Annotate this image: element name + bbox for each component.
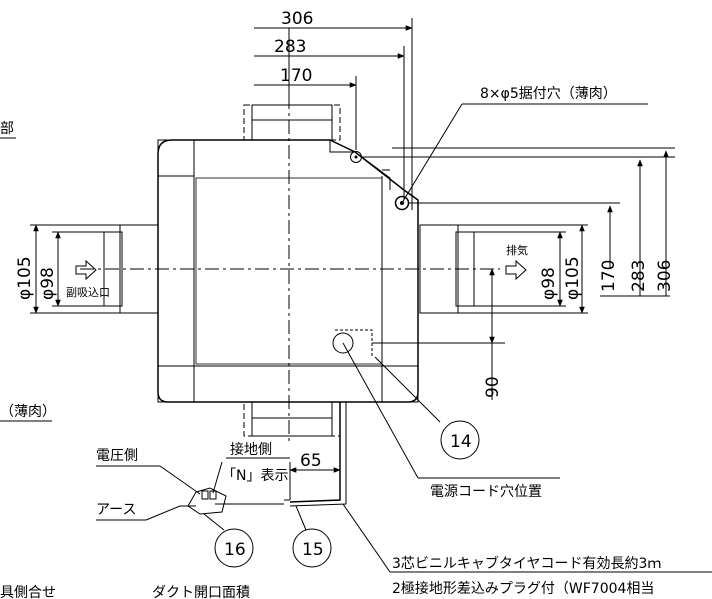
ground-side-label: 接地側 (230, 441, 272, 458)
callout-16-text: 16 (224, 540, 246, 560)
callout-14-leader (374, 356, 441, 423)
edge-label-top: 部 (0, 121, 14, 137)
power-cord (215, 402, 347, 507)
right-phi-dims (458, 224, 588, 314)
dim-306-top: 306 (281, 9, 313, 29)
cord-hole-leader (342, 342, 419, 479)
bottom-duct (243, 401, 341, 437)
callout-15-text: 15 (302, 540, 324, 560)
exhaust-label: 排気 (506, 243, 528, 257)
mounting-hole-top (350, 151, 362, 163)
intake-arrow-icon (75, 259, 97, 281)
bottom-cut-text-1: 具側合せ (0, 585, 56, 599)
callout-14-text: 14 (450, 432, 472, 452)
dim-283-top: 283 (274, 37, 306, 57)
callout-16-leader (203, 513, 225, 531)
dim-90-lines (372, 268, 505, 400)
earth-label: アース (96, 502, 136, 518)
bottom-cut-text-2: ダクト開口面積 (152, 585, 250, 599)
dim-65-lines (289, 462, 341, 500)
mounting-holes-label: 8×φ5据付穴（薄肉） (480, 86, 617, 102)
exhaust-arrow-icon (505, 259, 527, 281)
top-dimensions (254, 18, 413, 210)
top-duct (243, 104, 341, 141)
cord-hole (332, 329, 373, 357)
dim-283-right: 283 (629, 260, 649, 292)
left-phi-dims (30, 224, 120, 314)
dim-phi98-left: φ98 (38, 267, 58, 300)
dim-306-right: 306 (655, 260, 675, 292)
dim-90: 90 (483, 376, 503, 398)
right-dimensions (362, 147, 675, 297)
callout-15 (292, 528, 332, 568)
cord-spec-line1: 3芯ビニルキャブタイヤコード有効長約3ｍ (392, 555, 661, 572)
cord-hole-label: 電源コード穴位置 (430, 484, 542, 500)
dim-170-right: 170 (599, 260, 619, 292)
callout-15-leader (295, 505, 307, 531)
dim-170-top: 170 (280, 66, 312, 86)
edge-label-bottom: （薄肉） (0, 404, 56, 420)
dim-65: 65 (300, 451, 322, 471)
callout-14 (440, 420, 480, 460)
mounting-leader (401, 103, 463, 204)
dim-phi105-left: φ105 (15, 256, 35, 300)
callout-16 (214, 528, 254, 568)
n-mark-label: 「N」表示 (222, 468, 288, 484)
dim-phi105-right: φ105 (563, 256, 583, 300)
plug-icon (180, 487, 227, 515)
unit-body (157, 139, 419, 403)
sub-intake-label: 副吸込口 (66, 286, 110, 299)
dim-phi98-right: φ98 (539, 267, 559, 300)
cord-spec-leader (342, 503, 391, 573)
voltage-side-label: 電圧側 (96, 448, 138, 464)
cord-spec-line2: 2極接地形差込みプラグ付（WF7004相当 (392, 580, 654, 597)
